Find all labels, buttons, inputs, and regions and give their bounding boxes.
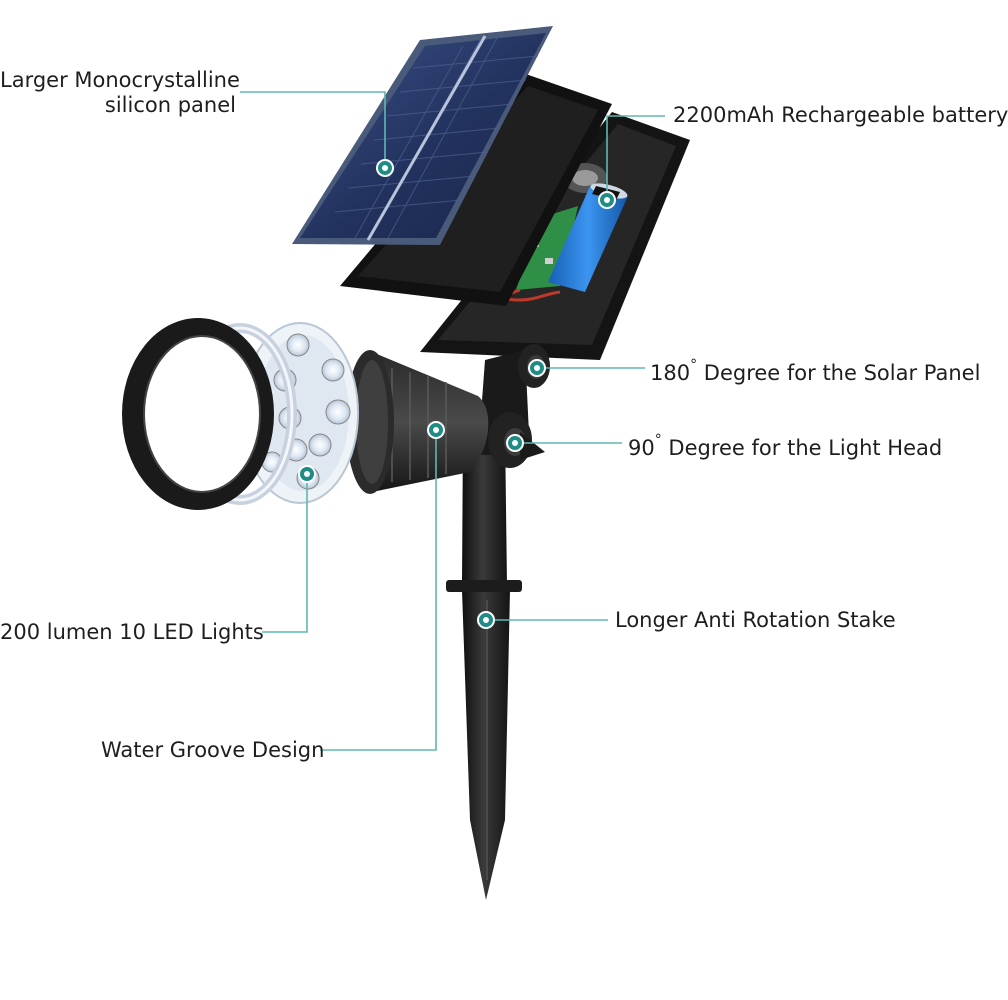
led-board <box>241 322 359 504</box>
label-panel-line1: Larger Monocrystalline <box>0 68 240 92</box>
callout-dot-led <box>298 465 316 483</box>
solar-panel <box>292 26 553 245</box>
head-angle-number: 90 <box>628 436 655 460</box>
head-angle-text: Degree for the Light Head <box>668 436 943 460</box>
ground-stake <box>446 430 522 900</box>
callout-dot-battery <box>598 191 616 209</box>
callout-dot-stake <box>477 611 495 629</box>
label-panel-line2: silicon panel <box>104 93 236 117</box>
degree-symbol: ° <box>690 357 698 373</box>
label-groove: Water Groove Design <box>101 738 325 762</box>
label-battery: 2200mAh Rechargeable battery <box>673 103 1008 127</box>
label-stake: Longer Anti Rotation Stake <box>615 608 896 632</box>
label-solar-angle: 180° Degree for the Solar Panel <box>650 356 980 385</box>
light-head <box>346 350 489 494</box>
solar-angle-number: 180 <box>650 361 691 385</box>
solar-angle-text: Degree for the Solar Panel <box>703 361 981 385</box>
front-bezel <box>122 318 274 510</box>
callout-dot-groove <box>427 421 445 439</box>
degree-symbol: ° <box>654 432 662 448</box>
callout-dots <box>298 159 616 629</box>
callout-lines <box>240 91 665 751</box>
label-led: 200 lumen 10 LED Lights <box>0 620 264 644</box>
callout-dot-panel <box>376 159 394 177</box>
callout-dot-solar-angle <box>528 359 546 377</box>
callout-dot-head-angle <box>506 434 524 452</box>
label-head-angle: 90° Degree for the Light Head <box>628 431 942 460</box>
